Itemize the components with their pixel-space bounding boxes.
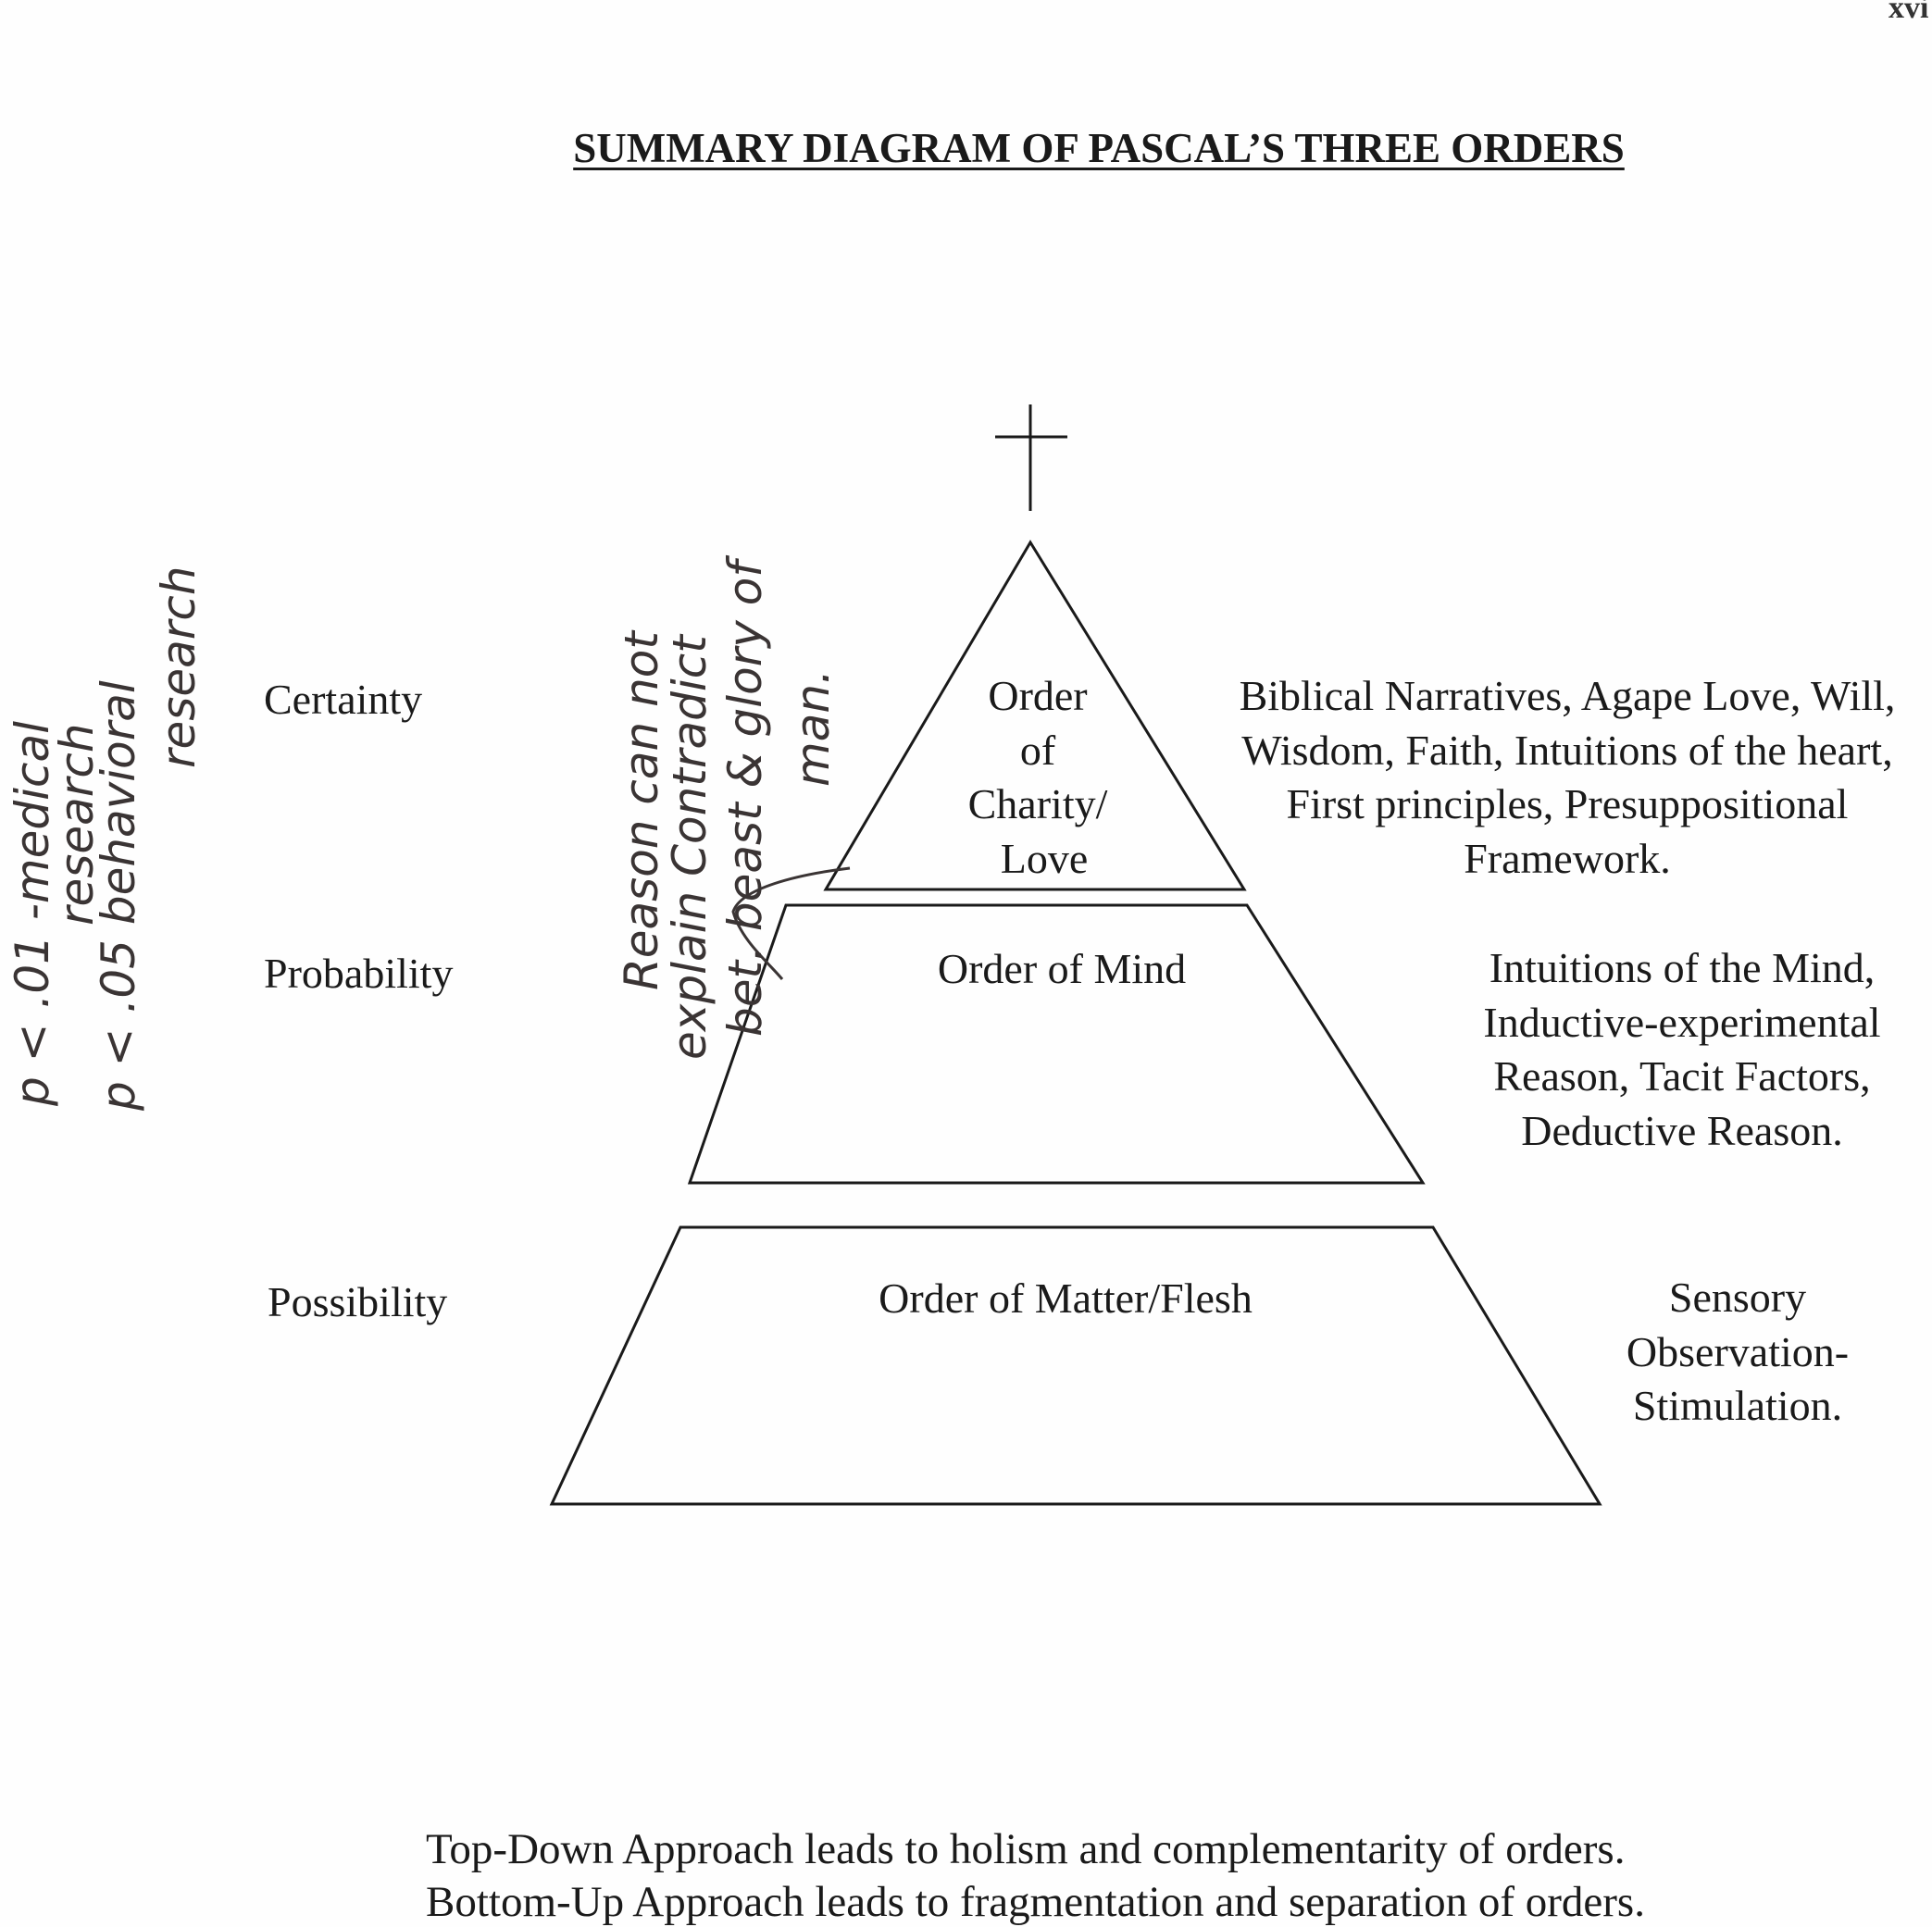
order-label-charity: Order of Charity/ Love	[968, 669, 1108, 886]
description-line: Deductive Reason.	[1521, 1106, 1843, 1154]
description-line: Sensory	[1668, 1274, 1807, 1321]
order-line: of	[1019, 726, 1056, 774]
pyramid-tier-matter	[549, 1225, 1602, 1506]
handwritten-bracket	[731, 866, 851, 980]
description-line: Intuitions of the Mind,	[1489, 944, 1876, 991]
handwritten-note-left: p < .01 -medical	[6, 721, 59, 1107]
handwritten-note-center: bet. beast & glory of	[718, 555, 772, 1037]
description-mind: Intuitions of the Mind, Inductive-experi…	[1483, 941, 1880, 1158]
level-label-certainty: Certainty	[264, 676, 423, 723]
pyramid-tier-mind	[687, 903, 1426, 1185]
footer-line-bottom-up: Bottom-Up Approach leads to fragmentatio…	[426, 1878, 1645, 1926]
page-title: SUMMARY DIAGRAM OF PASCAL’S THREE ORDERS	[573, 125, 1625, 171]
handwritten-note-center: man.	[786, 669, 840, 787]
handwritten-note-center: Reason can not	[615, 629, 668, 990]
description-line: Wisdom, Faith, Intuitions of the heart,	[1241, 726, 1893, 774]
description-line: Inductive-experimental	[1483, 998, 1881, 1046]
order-line: Charity/	[967, 780, 1108, 827]
level-label-possibility: Possibility	[268, 1278, 448, 1325]
level-label-probability: Probability	[264, 950, 454, 997]
description-line: Reason, Tacit Factors,	[1493, 1052, 1871, 1100]
order-label-mind: Order of Mind	[938, 942, 1186, 997]
description-line: Stimulation.	[1632, 1382, 1843, 1429]
handwritten-note-left: research	[152, 566, 206, 768]
description-charity: Biblical Narratives, Agape Love, Will, W…	[1240, 669, 1896, 886]
order-label-matter: Order of Matter/Flesh	[879, 1272, 1253, 1326]
order-line: Order of Matter/Flesh	[879, 1274, 1253, 1322]
description-line: Framework.	[1464, 834, 1671, 882]
description-line: Biblical Narratives, Agape Love, Will,	[1239, 672, 1896, 719]
description-line: Observation-	[1626, 1327, 1850, 1375]
order-line: Love	[1000, 834, 1089, 882]
page-number: xvi	[1888, 0, 1929, 25]
handwritten-note-left: p < .05 behavioral	[92, 680, 145, 1112]
description-matter: Sensory Observation- Stimulation.	[1627, 1271, 1849, 1434]
handwritten-note-center: explain Contradict	[663, 633, 717, 1060]
order-line: Order of Mind	[937, 945, 1187, 992]
description-line: First principles, Presuppositional	[1286, 780, 1849, 827]
pyramid-tier-charity	[823, 540, 1247, 891]
handwritten-note-left: research	[50, 723, 104, 926]
order-line: Order	[988, 672, 1088, 719]
footer-line-top-down: Top-Down Approach leads to holism and co…	[426, 1825, 1626, 1873]
